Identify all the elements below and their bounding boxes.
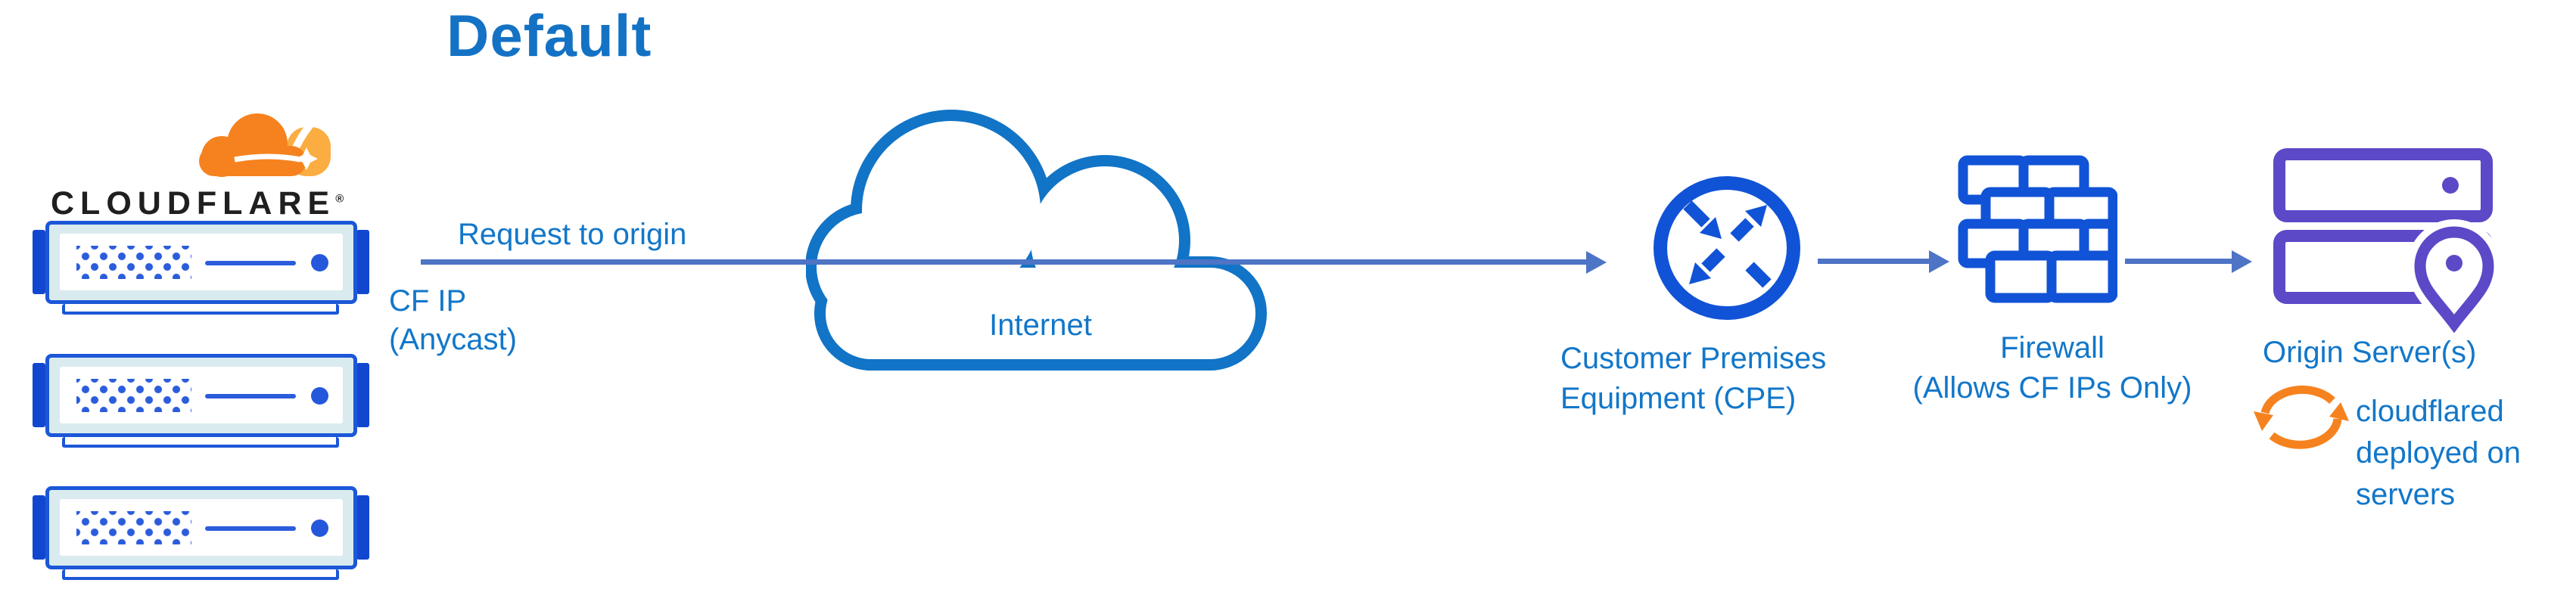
cpe-label-line2: Equipment (CPE) bbox=[1560, 382, 1797, 415]
cloudflare-wordmark-text: CLOUDFLARE bbox=[51, 185, 336, 222]
server-power-dot bbox=[311, 254, 328, 271]
internet-label: Internet bbox=[989, 309, 1092, 342]
registered-mark: ® bbox=[335, 192, 344, 206]
server-icon bbox=[45, 354, 357, 437]
cloudflared-sync-icon bbox=[2254, 385, 2349, 449]
server-base bbox=[62, 437, 339, 448]
firewall-icon bbox=[1958, 155, 2117, 303]
server-left-tab bbox=[33, 495, 45, 560]
firewall-to-origin-arrowhead bbox=[2232, 250, 2252, 273]
server-vent-dots bbox=[76, 379, 191, 412]
server-faceplate bbox=[60, 499, 343, 556]
cpe-exchange-icon bbox=[1654, 176, 1800, 320]
server-right-tab bbox=[356, 363, 369, 427]
server-slot-line bbox=[205, 526, 296, 531]
server-left-tab bbox=[33, 363, 45, 427]
server-faceplate bbox=[60, 367, 343, 423]
server-power-dot bbox=[311, 519, 328, 537]
page-title: Default bbox=[446, 2, 652, 69]
cloudflared-label-line2: deployed on bbox=[2356, 436, 2521, 470]
server-faceplate bbox=[60, 234, 343, 290]
server-power-dot bbox=[311, 387, 328, 405]
server-right-tab bbox=[356, 230, 369, 294]
cf-ip-label-line2: (Anycast) bbox=[389, 323, 517, 356]
request-to-origin-label: Request to origin bbox=[458, 218, 687, 251]
request-arrowhead bbox=[1586, 251, 1607, 274]
server-icon bbox=[45, 221, 357, 304]
cloudflare-wordmark: CLOUDFLARE® bbox=[51, 185, 344, 222]
server-left-tab bbox=[33, 230, 45, 294]
server-base bbox=[62, 304, 339, 315]
cf-ip-label-line1: CF IP bbox=[389, 284, 467, 318]
server-slot-line bbox=[205, 261, 296, 265]
cloudflared-label-line1: cloudflared bbox=[2356, 395, 2504, 428]
server-right-tab bbox=[356, 495, 369, 560]
server-slot-line bbox=[205, 394, 296, 398]
server-base bbox=[62, 569, 339, 580]
location-pin-icon bbox=[2406, 219, 2497, 333]
cloudflare-logo-cloud-icon bbox=[199, 113, 331, 181]
cloudflared-label-line3: servers bbox=[2356, 478, 2456, 511]
firewall-to-origin-line bbox=[2125, 259, 2232, 264]
server-vent-dots bbox=[76, 511, 191, 544]
cpe-to-firewall-line bbox=[1818, 259, 1930, 264]
origin-server-icon bbox=[2273, 148, 2497, 333]
server-icon bbox=[45, 486, 357, 569]
server-indicator-dot bbox=[2442, 177, 2459, 194]
request-flow-line bbox=[421, 259, 1587, 265]
firewall-label-line1: Firewall bbox=[2000, 331, 2105, 364]
server-vent-dots bbox=[76, 246, 191, 279]
cpe-to-firewall-arrowhead bbox=[1929, 250, 1949, 273]
sparkle-shape bbox=[295, 147, 318, 170]
internet-cloud-icon bbox=[806, 110, 1267, 371]
origin-servers-label: Origin Server(s) bbox=[2263, 336, 2477, 369]
firewall-label-line2: (Allows CF IPs Only) bbox=[1912, 371, 2192, 405]
cpe-label-line1: Customer Premises bbox=[1560, 342, 1827, 375]
